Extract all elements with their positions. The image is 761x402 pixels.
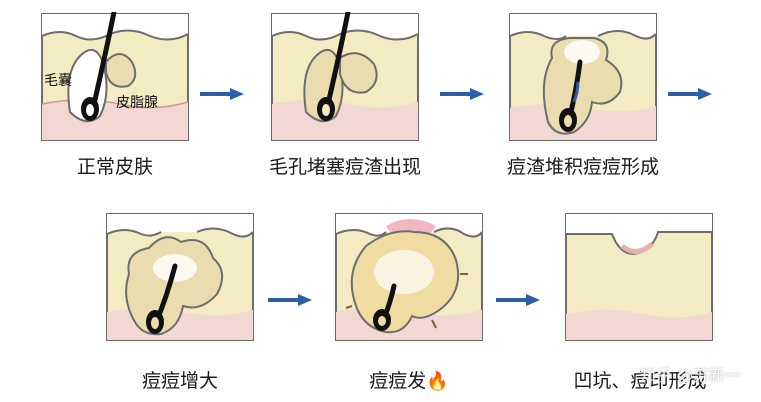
sebaceous-gland-label: 皮脂腺 xyxy=(116,95,158,111)
stage-caption-pore-clogged: 毛孔堵塞痘渣出现 xyxy=(268,156,421,178)
fire-icon: 🔥 xyxy=(426,371,449,392)
follicle-label: 毛囊 xyxy=(44,73,72,89)
pimple-enlarging-illustration xyxy=(106,213,254,341)
stage-caption-pimple-enlarging: 痘痘增大 xyxy=(141,370,218,392)
stage-caption-scar-formation: 凹坑、痘印形成 xyxy=(573,370,707,392)
pimple-breakout-text: 痘痘发 xyxy=(369,370,427,392)
arrow-right-icon xyxy=(496,292,540,311)
stage-caption-pimple-breakout: 痘痘发🔥 xyxy=(334,366,484,393)
arrow-right-icon xyxy=(200,86,244,105)
stage-scar-formation xyxy=(564,212,714,342)
pimple-breakout-illustration xyxy=(335,213,483,341)
normal-skin-illustration xyxy=(41,12,189,141)
watermark: 知乎 @苏新一 xyxy=(639,366,741,385)
stage-caption-debris-accumulation: 痘渣堆积痘痘形成 xyxy=(506,156,659,178)
stage-caption-normal-skin: 正常皮肤 xyxy=(76,156,153,178)
stage-normal-skin: 毛囊 皮脂腺 xyxy=(40,12,190,142)
stage-pimple-breakout xyxy=(334,212,484,342)
stage-pore-clogged xyxy=(270,12,420,142)
scar-formation-illustration xyxy=(565,213,713,341)
arrow-right-icon xyxy=(668,86,712,105)
arrow-right-icon xyxy=(440,86,484,105)
stage-pimple-enlarging xyxy=(105,212,255,342)
pore-clogged-illustration xyxy=(271,12,419,141)
arrow-right-icon xyxy=(268,292,312,311)
debris-accumulation-illustration xyxy=(509,13,657,141)
stage-debris-accumulation xyxy=(508,12,658,142)
